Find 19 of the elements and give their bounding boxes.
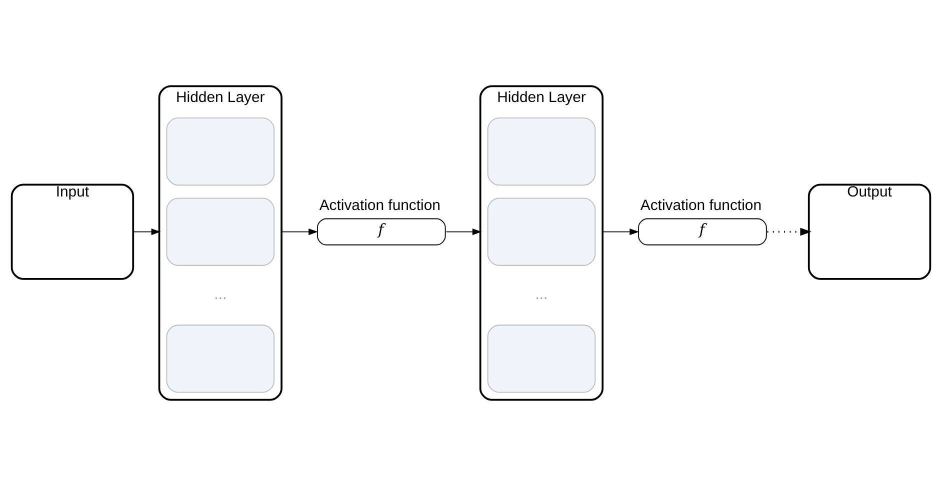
arrow: [602, 228, 640, 236]
node-label: Activation function: [640, 197, 762, 214]
arrow: [132, 228, 161, 236]
node-box: Output: [808, 184, 932, 280]
arrow: [767, 228, 812, 236]
node-box: [487, 324, 596, 393]
label: ...: [535, 286, 548, 303]
label: ...: [214, 286, 227, 303]
arrow: [281, 228, 318, 236]
arrow: [446, 228, 482, 236]
node-box: f: [317, 218, 446, 246]
node-box: [487, 117, 596, 186]
node-label: Activation function: [319, 197, 440, 214]
node-box: Input: [10, 184, 134, 280]
node-box: [166, 198, 275, 266]
node-box: f: [638, 218, 767, 246]
node-box: [487, 198, 596, 266]
node-box: [166, 117, 275, 186]
node-box: [166, 324, 275, 393]
